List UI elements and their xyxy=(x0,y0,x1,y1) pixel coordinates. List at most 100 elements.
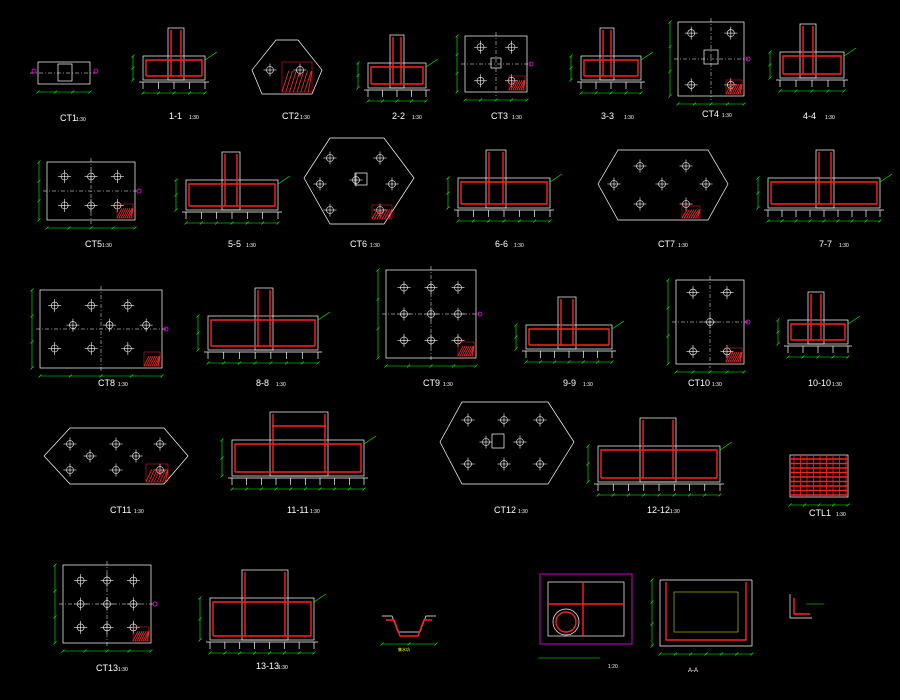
dimension-tick xyxy=(220,438,224,442)
dimension-tick xyxy=(808,219,812,223)
leader-line xyxy=(277,175,291,185)
dimension-tick xyxy=(409,99,414,103)
dimension-tick xyxy=(105,649,109,653)
hatch-line xyxy=(148,469,155,483)
dimension-tick xyxy=(666,306,670,310)
dimension-tick xyxy=(756,191,760,195)
dimension-tick xyxy=(156,91,161,95)
hatch-line xyxy=(386,209,393,220)
scale-note: 1:30 xyxy=(246,243,256,249)
rebar-cage xyxy=(145,59,203,76)
section-8-8 xyxy=(207,315,319,351)
label-ct2: CT2 xyxy=(282,111,299,121)
dimension-tick xyxy=(668,20,672,24)
dimension-tick xyxy=(650,578,654,582)
dimension-tick xyxy=(624,91,628,95)
dimension-tick xyxy=(274,487,278,491)
hatch-line xyxy=(465,346,472,357)
scale-note: 1:30 xyxy=(443,382,453,388)
hatch-line xyxy=(516,80,523,91)
rebar-cage xyxy=(770,181,878,204)
dimension-tick xyxy=(455,52,459,57)
rebar-cage xyxy=(782,55,842,74)
dimension-tick xyxy=(768,76,772,80)
dimension-tick xyxy=(252,651,257,655)
dimension-tick xyxy=(794,89,798,93)
scale-note: 1:30 xyxy=(825,115,835,121)
dimension-tick xyxy=(456,219,460,223)
dimension-tick xyxy=(524,360,528,364)
dimension-tick xyxy=(509,98,514,102)
hatch-line xyxy=(122,208,129,219)
dimension-tick xyxy=(89,226,93,230)
dimension-tick xyxy=(332,487,337,491)
dimension-tick xyxy=(61,649,65,653)
dimension-tick xyxy=(463,98,467,102)
dimension-tick xyxy=(788,503,792,507)
hatch-line xyxy=(145,469,153,483)
dimension-tick xyxy=(244,487,249,491)
dimension-tick xyxy=(429,364,433,368)
dimension-tick xyxy=(778,89,782,93)
hatch-line xyxy=(735,84,742,95)
hatch-line xyxy=(371,209,378,220)
dimension-tick xyxy=(708,370,712,374)
dimension-tick xyxy=(196,348,200,352)
hatch-line xyxy=(514,80,521,91)
dimension-tick xyxy=(756,206,760,210)
hatch-line xyxy=(727,84,734,95)
column-stub xyxy=(557,296,577,350)
dimension-tick xyxy=(703,493,707,497)
dimension-tick xyxy=(776,342,780,346)
rebar-cage xyxy=(370,66,424,84)
dimension-tick xyxy=(692,102,697,106)
dimension-tick xyxy=(691,370,695,374)
dimension-tick xyxy=(446,191,450,195)
dimension-tick xyxy=(253,361,257,365)
dimension-tick xyxy=(538,360,543,364)
column-outline xyxy=(57,63,73,82)
dimension-tick xyxy=(704,652,708,656)
scale-note: 1:30 xyxy=(583,382,593,388)
dimension-tick xyxy=(160,374,164,378)
column-stub xyxy=(241,569,289,641)
dimension-tick xyxy=(514,323,518,327)
dimension-tick xyxy=(831,503,836,507)
label-section-6-6: 6-6 xyxy=(495,239,508,249)
dimension-tick xyxy=(316,361,320,365)
dimension-tick xyxy=(768,63,772,67)
dimension-tick xyxy=(300,361,304,365)
hatch-line xyxy=(149,356,156,367)
dimension-tick xyxy=(455,71,459,76)
dimension-tick xyxy=(53,90,58,94)
dimension-tick xyxy=(38,374,42,378)
dimension-tick xyxy=(131,54,135,58)
sump-pit-outline xyxy=(382,615,436,633)
scale-note: 1:30 xyxy=(722,113,732,119)
dimension-tick xyxy=(725,102,730,106)
section-marker xyxy=(93,68,99,74)
dimension-tick xyxy=(455,90,459,94)
dimension-tick xyxy=(725,370,729,374)
dimension-tick xyxy=(668,69,672,74)
dimension-tick xyxy=(719,652,724,656)
leader-line xyxy=(363,435,377,445)
hatch-line xyxy=(739,84,743,95)
hatch-line xyxy=(683,209,690,219)
dimension-tick xyxy=(269,361,273,365)
hatch-line xyxy=(307,70,313,93)
pile-cap-plan-ct6 xyxy=(303,137,415,225)
scale-note: 1:30 xyxy=(624,115,634,121)
hatch-line xyxy=(381,209,388,220)
dimension-tick xyxy=(376,326,380,331)
dimension-tick xyxy=(455,34,459,38)
hatch-line xyxy=(733,84,740,95)
dimension-tick xyxy=(672,493,676,497)
dimension-tick xyxy=(802,503,807,507)
scale-note: 1:30 xyxy=(370,243,380,249)
label-ct10: CT10 xyxy=(688,378,710,388)
hatch-line xyxy=(463,346,470,357)
dimension-tick xyxy=(230,221,234,225)
hatch-line xyxy=(126,208,133,219)
